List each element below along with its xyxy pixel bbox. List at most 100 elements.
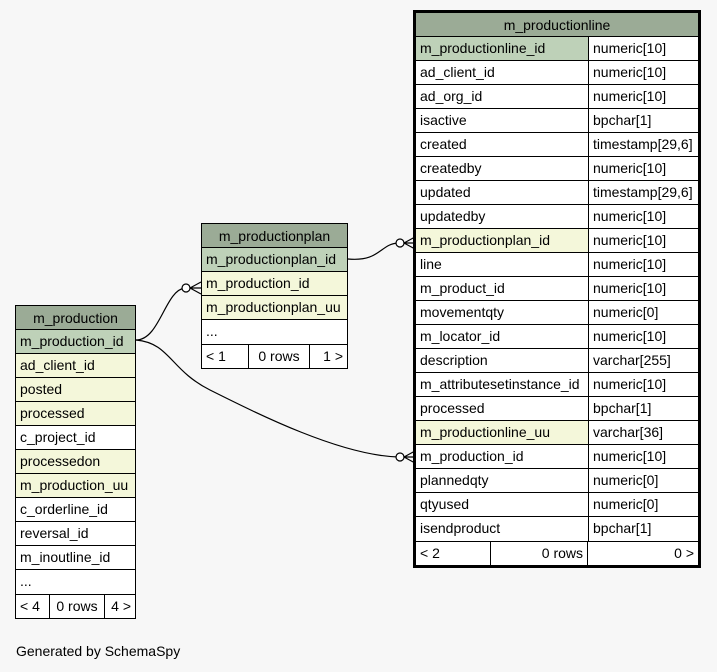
footer-parents: < 2: [416, 542, 491, 565]
column-row[interactable]: m_production_id: [16, 330, 135, 354]
column-name: m_productionline_id: [416, 37, 588, 60]
column-name: m_locator_id: [420, 328, 501, 344]
column-type: numeric[10]: [588, 205, 698, 228]
column-type: bpchar[1]: [588, 517, 698, 541]
column-row[interactable]: processedon: [16, 450, 135, 474]
column-name: c_orderline_id: [20, 501, 108, 517]
column-name: m_production_id: [202, 272, 347, 295]
column-name: ad_client_id: [16, 354, 135, 377]
column-name: processed: [16, 402, 135, 425]
column-type: varchar[255]: [588, 349, 698, 372]
column-row[interactable]: c_orderline_id: [16, 498, 135, 522]
column-row[interactable]: m_productionplan_id: [202, 248, 347, 272]
relation-optional-marker: [181, 283, 191, 293]
column-row[interactable]: m_production_id: [202, 272, 347, 296]
column-row[interactable]: m_production_uu: [16, 474, 135, 498]
column-name: createdby: [420, 160, 482, 176]
column-type: numeric[10]: [588, 61, 698, 84]
column-row[interactable]: ad_client_id: [16, 354, 135, 378]
column-row[interactable]: ad_client_id numeric[10]: [416, 61, 698, 85]
column-name: reversal_id: [20, 525, 89, 541]
column-row[interactable]: description varchar[255]: [416, 349, 698, 373]
column-row[interactable]: m_productionplan_uu: [202, 296, 347, 320]
table-title: m_productionplan: [202, 224, 347, 248]
column-row[interactable]: m_production_id numeric[10]: [416, 445, 698, 469]
column-type: numeric[10]: [588, 373, 698, 396]
column-name: isendproduct: [420, 520, 501, 536]
column-row[interactable]: c_project_id: [16, 426, 135, 450]
relation-optional-marker: [395, 452, 405, 462]
column-name: plannedqty: [420, 472, 489, 488]
relation-productionplan-to-productionline: [347, 242, 399, 260]
column-name: m_productionplan_id: [416, 229, 588, 252]
table-footer: < 1 0 rows 1 >: [202, 344, 347, 368]
column-type: varchar[36]: [588, 421, 698, 444]
column-type: timestamp[29,6]: [588, 181, 698, 204]
table-title: m_production: [16, 306, 135, 330]
footer-children: 4 >: [111, 598, 131, 614]
column-name: m_inoutline_id: [20, 549, 111, 565]
column-name: ad_client_id: [420, 64, 495, 80]
column-type: numeric[10]: [588, 445, 698, 468]
column-row[interactable]: m_inoutline_id: [16, 546, 135, 570]
footer-parents: < 4: [16, 595, 50, 618]
column-name: m_product_id: [420, 280, 505, 296]
column-row[interactable]: isendproduct bpchar[1]: [416, 517, 698, 541]
table-footer: < 4 0 rows 4 >: [16, 594, 135, 618]
relation-production-to-productionplan: [135, 287, 186, 341]
column-row[interactable]: m_attributesetinstance_id numeric[10]: [416, 373, 698, 397]
column-name: m_attributesetinstance_id: [420, 376, 580, 392]
relation-production-to-productionline: [135, 339, 399, 458]
column-type: numeric[0]: [588, 301, 698, 324]
column-name: processedon: [16, 450, 135, 473]
column-name: line: [420, 256, 442, 272]
column-row[interactable]: processed: [16, 402, 135, 426]
footer-parents: < 1: [202, 345, 249, 368]
footer-children: 0 >: [674, 545, 694, 561]
column-name: processed: [420, 400, 485, 416]
column-name: posted: [16, 378, 135, 401]
relation-crowfoot: [189, 281, 202, 295]
column-name: description: [420, 352, 488, 368]
column-type: numeric[10]: [588, 325, 698, 348]
column-name: m_production_uu: [16, 474, 135, 497]
column-name: updated: [420, 184, 471, 200]
column-row[interactable]: ...: [202, 320, 347, 344]
column-type: numeric[0]: [588, 493, 698, 516]
footer-children: 1 >: [323, 348, 343, 364]
column-type: timestamp[29,6]: [588, 133, 698, 156]
column-row[interactable]: updated timestamp[29,6]: [416, 181, 698, 205]
column-name: qtyused: [420, 496, 470, 512]
column-name: ad_org_id: [420, 88, 483, 104]
column-type: numeric[10]: [588, 253, 698, 276]
column-row[interactable]: line numeric[10]: [416, 253, 698, 277]
column-name: m_production_id: [16, 330, 135, 353]
column-row[interactable]: reversal_id: [16, 522, 135, 546]
column-row[interactable]: m_locator_id numeric[10]: [416, 325, 698, 349]
column-name: ...: [20, 573, 32, 589]
column-row[interactable]: qtyused numeric[0]: [416, 493, 698, 517]
column-row[interactable]: ...: [16, 570, 135, 594]
column-name: m_production_id: [420, 448, 524, 464]
relation-optional-marker: [395, 238, 405, 248]
column-row[interactable]: posted: [16, 378, 135, 402]
table-title: m_productionline: [416, 13, 698, 37]
